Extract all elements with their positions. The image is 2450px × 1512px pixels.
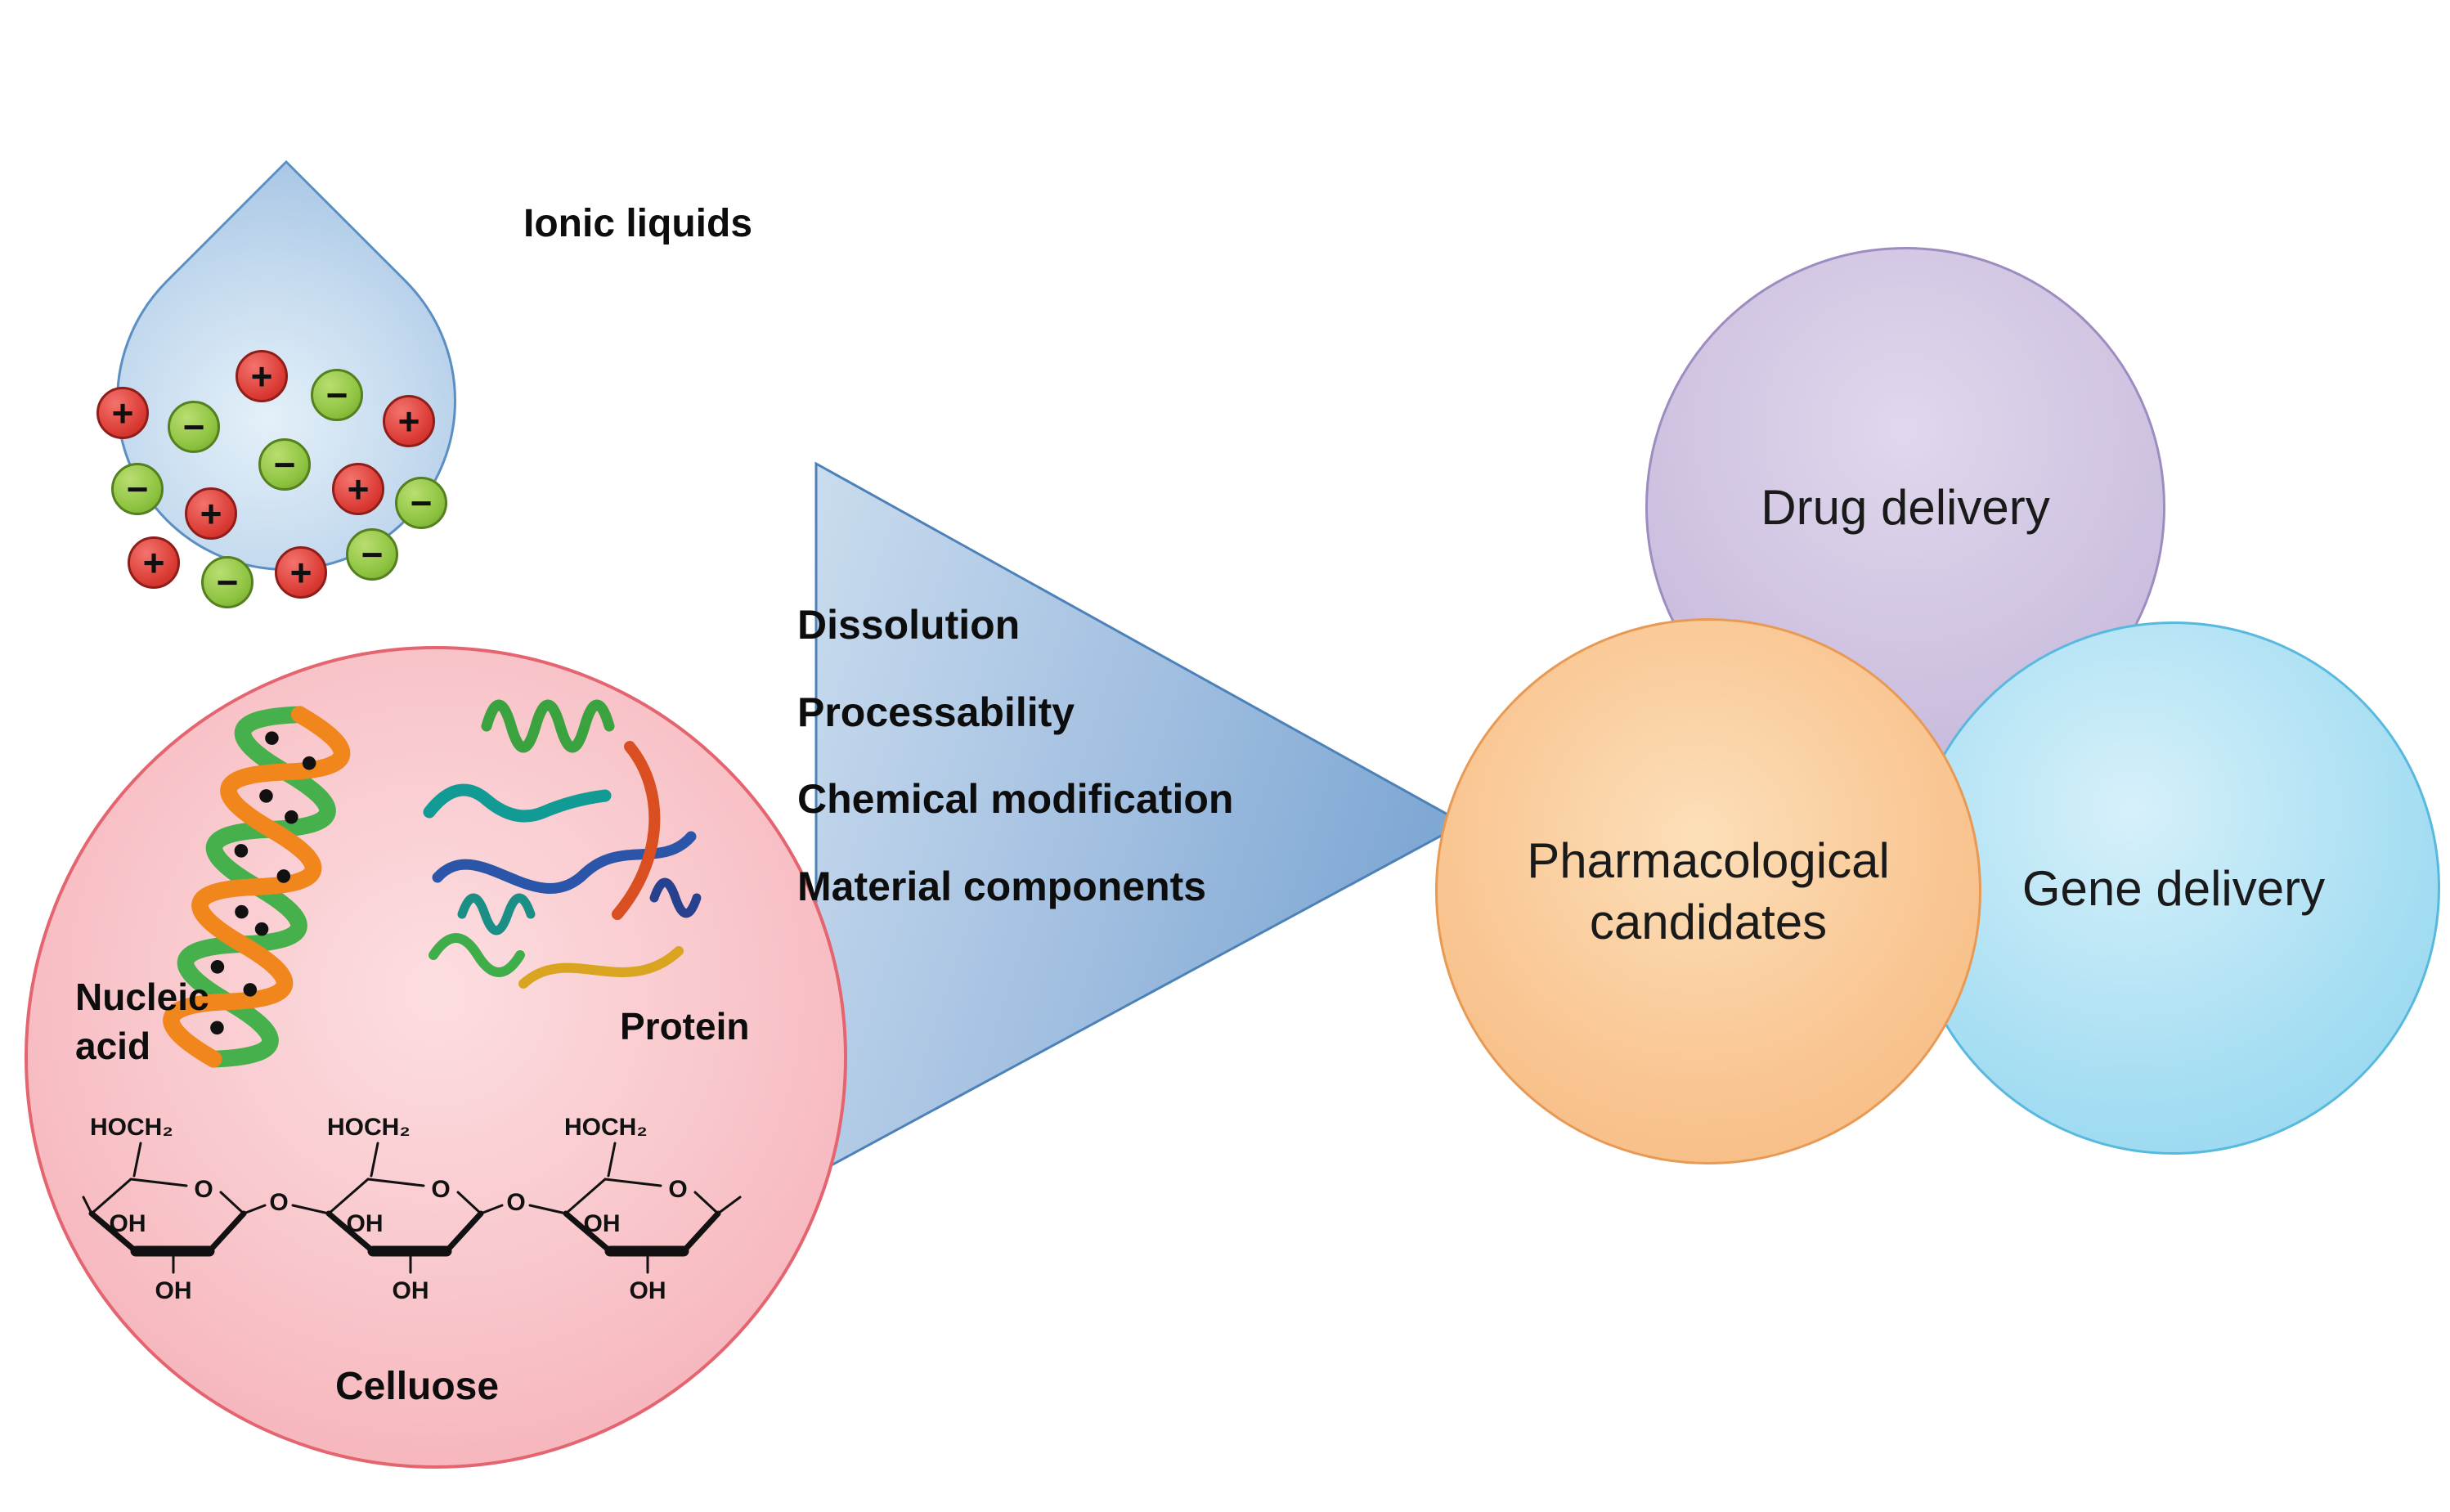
anion-icon: − <box>346 528 398 581</box>
anion-icon: − <box>311 369 363 421</box>
anion-sign: − <box>325 374 348 416</box>
protein-structure-icon <box>423 699 702 989</box>
anion-icon: − <box>395 477 447 529</box>
hoch2-label: HOCH₂ <box>90 1114 173 1141</box>
anion-sign: − <box>410 482 433 524</box>
cation-icon: + <box>185 487 237 540</box>
arrow-text-chemical-modification: Chemical modification <box>797 776 1234 822</box>
oh-label: OH <box>110 1210 146 1237</box>
bridge-oxygen-label: O <box>269 1189 288 1216</box>
hoch2-label: HOCH₂ <box>327 1114 411 1141</box>
anion-sign: − <box>216 561 239 603</box>
ring-oxygen-label: O <box>668 1176 687 1203</box>
cation-icon: + <box>236 350 288 402</box>
protein-label: Protein <box>620 1005 750 1048</box>
cation-icon: + <box>332 463 384 515</box>
gene-delivery-circle: Gene delivery <box>1907 621 2440 1155</box>
cation-icon: + <box>128 536 180 589</box>
nucleic-acid-label-line2: acid <box>75 1025 151 1067</box>
oh-label: OH <box>393 1277 429 1304</box>
arrow-text-processability: Processability <box>797 689 1075 735</box>
anion-icon: − <box>168 401 220 453</box>
anion-sign: − <box>361 533 384 576</box>
arrow-text-material-components: Material components <box>797 864 1207 909</box>
cation-sign: + <box>142 541 165 584</box>
cation-icon: + <box>275 546 327 599</box>
hoch2-label: HOCH₂ <box>564 1114 648 1141</box>
oh-label: OH <box>347 1210 384 1237</box>
pharmacological-candidates-circle: Pharmacological candidates <box>1435 618 1981 1164</box>
anion-sign: − <box>126 468 149 510</box>
gene-delivery-label: Gene delivery <box>2021 860 2326 916</box>
cellulose-label: Celluose <box>335 1365 500 1408</box>
drug-delivery-label: Drug delivery <box>1761 479 2050 535</box>
chain-tail-right <box>716 1196 742 1215</box>
anion-sign: − <box>273 443 296 486</box>
anion-sign: − <box>182 406 205 448</box>
chain-tail-left <box>82 1196 93 1215</box>
pharmacological-label-line2: candidates <box>1589 895 1828 949</box>
bridge-oxygen-label: O <box>506 1189 525 1216</box>
oh-label: OH <box>584 1210 621 1237</box>
ring-oxygen-label: O <box>194 1176 213 1203</box>
nucleic-acid-label-line1: Nucleic <box>75 976 209 1018</box>
anion-icon: − <box>201 556 254 608</box>
anion-icon: − <box>258 438 311 491</box>
pharmacological-label-line1: Pharmacological <box>1527 833 1890 888</box>
cation-sign: + <box>397 400 420 442</box>
cation-sign: + <box>289 551 312 594</box>
arrow-text-dissolution: Dissolution <box>797 602 1021 648</box>
ionic-liquids-label: Ionic liquids <box>523 202 753 245</box>
cellulose-structure-icon: HOCH₂ O OH OH O HOCH₂ O OH OH O HOCH₂ O … <box>82 1114 742 1304</box>
oh-label: OH <box>155 1277 192 1304</box>
cation-sign: + <box>347 468 370 510</box>
cation-icon: + <box>383 395 435 447</box>
cation-sign: + <box>250 355 273 397</box>
cation-icon: + <box>96 387 149 439</box>
process-arrow-icon <box>814 461 1467 1176</box>
cation-sign: + <box>200 492 222 535</box>
cation-sign: + <box>111 392 134 434</box>
biopolymers-circle <box>25 646 847 1469</box>
anion-icon: − <box>111 463 164 515</box>
oh-label: OH <box>630 1277 666 1304</box>
dna-helix-icon <box>163 706 351 1068</box>
ring-oxygen-label: O <box>431 1176 450 1203</box>
